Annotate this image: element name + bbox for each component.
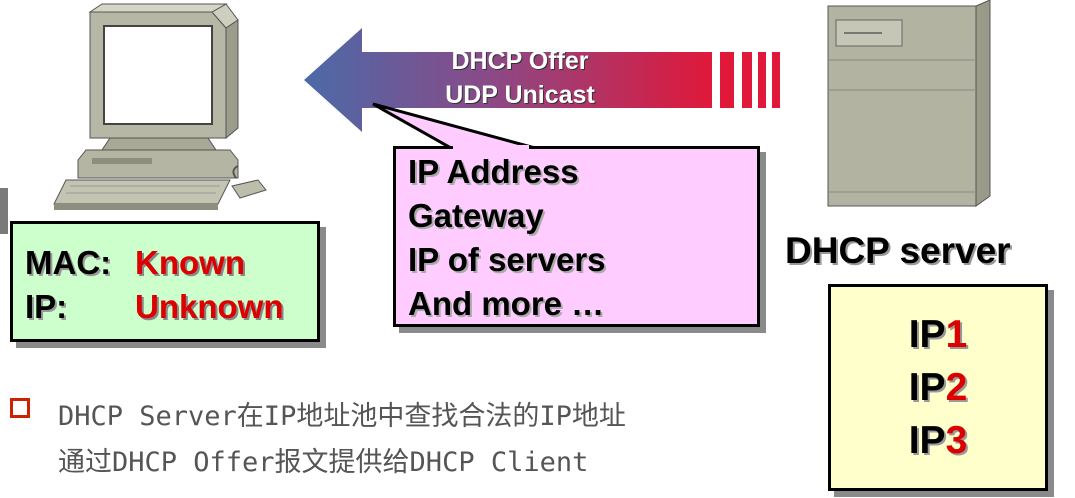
dhcp-offer-arrow	[304, 28, 780, 132]
edge-marker	[0, 188, 8, 234]
callout-line: IP of servers	[408, 241, 606, 278]
arrow-label-offer: DHCP Offer	[451, 47, 589, 75]
server-title: DHCP server	[785, 230, 1011, 271]
client-computer-icon	[53, 3, 267, 210]
pool-prefix: IP	[908, 419, 946, 462]
ip-value: Unknown	[135, 288, 284, 325]
arrow-label-unicast: UDP Unicast	[445, 81, 595, 109]
mac-label: MAC:	[25, 244, 112, 281]
offer-contents-callout: IP Address Gateway IP of servers And mor…	[393, 146, 760, 327]
ip-label: IP:	[25, 288, 68, 325]
bullet-text-line-2: 通过DHCP Offer报文提供给DHCP Client	[58, 447, 589, 478]
pool-entry-2: IP2	[831, 366, 1045, 410]
ip-pool-box: IP1 IP2 IP3	[828, 284, 1048, 491]
callout-line: And more …	[408, 285, 605, 322]
pool-number: 1	[945, 313, 968, 356]
pool-entry-1: IP1	[831, 313, 1045, 357]
square-bullet-icon	[10, 398, 30, 418]
ip-row: IP: Unknown	[25, 288, 283, 326]
dhcp-server-tower-icon	[827, 0, 991, 207]
pool-number: 3	[945, 419, 968, 462]
callout-line: Gateway	[408, 197, 544, 234]
callout-line: IP Address	[408, 153, 579, 190]
pool-prefix: IP	[908, 313, 946, 356]
mac-row: MAC: Known	[25, 244, 245, 282]
callout-joint	[453, 145, 529, 149]
bullet-text-line-1: DHCP Server在IP地址池中查找合法的IP地址	[58, 401, 626, 432]
client-status-box: MAC: Known IP: Unknown	[10, 221, 320, 342]
mac-value: Known	[135, 244, 245, 281]
pool-entry-3: IP3	[831, 419, 1045, 463]
pool-number: 2	[945, 366, 968, 409]
pool-prefix: IP	[908, 366, 946, 409]
